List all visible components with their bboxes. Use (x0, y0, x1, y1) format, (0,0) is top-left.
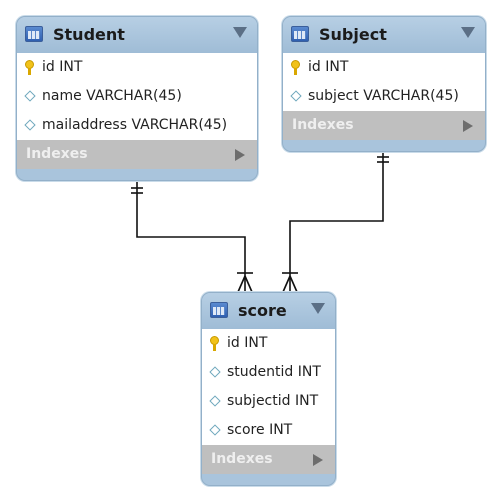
field-label: subject VARCHAR(45) (308, 88, 459, 104)
entity-subject[interactable]: Subject id INT subject VARCHAR(45) Index… (282, 16, 486, 152)
score-crowfoot-left-b (244, 275, 253, 293)
expand-arrow-icon[interactable] (313, 454, 323, 466)
collapse-arrow-icon[interactable] (311, 303, 325, 314)
entity-footer (202, 474, 335, 485)
expand-arrow-icon[interactable] (463, 120, 473, 132)
table-icon (291, 26, 309, 42)
collapse-arrow-icon[interactable] (233, 27, 247, 38)
score-crowfoot-right-a (282, 275, 291, 293)
field-row[interactable]: id INT (283, 53, 485, 82)
field-label: score INT (227, 422, 293, 438)
table-icon (25, 26, 43, 42)
field-list: id INT subject VARCHAR(45) (283, 53, 485, 111)
entity-title: Subject (319, 25, 387, 44)
entity-student[interactable]: Student id INT name VARCHAR(45) mailaddr… (16, 16, 258, 181)
score-crowfoot-right-b (289, 275, 298, 293)
key-icon (210, 336, 219, 351)
field-label: id INT (42, 59, 83, 75)
entity-score[interactable]: score id INT studentid INT subjectid INT… (201, 292, 336, 486)
field-row[interactable]: subject VARCHAR(45) (283, 82, 485, 111)
connector-subject-score (289, 150, 384, 292)
key-icon (291, 60, 300, 75)
field-row[interactable]: mailaddress VARCHAR(45) (17, 111, 257, 140)
field-row[interactable]: studentid INT (202, 358, 335, 387)
diamond-icon (209, 366, 221, 378)
field-label: mailaddress VARCHAR(45) (42, 117, 228, 133)
connector-student-score (136, 181, 246, 292)
indexes-bar[interactable]: Indexes (17, 140, 257, 169)
diamond-icon (209, 395, 221, 407)
diamond-icon (24, 90, 36, 102)
field-row[interactable]: id INT (202, 329, 335, 358)
field-row[interactable]: name VARCHAR(45) (17, 82, 257, 111)
expand-arrow-icon[interactable] (235, 149, 245, 161)
collapse-arrow-icon[interactable] (461, 27, 475, 38)
field-label: studentid INT (227, 364, 321, 380)
indexes-bar[interactable]: Indexes (283, 111, 485, 140)
score-crowfoot-left-a (237, 275, 246, 293)
indexes-label: Indexes (26, 146, 88, 162)
field-label: id INT (308, 59, 349, 75)
indexes-bar[interactable]: Indexes (202, 445, 335, 474)
field-label: subjectid INT (227, 393, 319, 409)
entity-footer (283, 140, 485, 151)
field-row[interactable]: subjectid INT (202, 387, 335, 416)
table-icon (210, 302, 228, 318)
diamond-icon (24, 119, 36, 131)
indexes-label: Indexes (292, 117, 354, 133)
diamond-icon (290, 90, 302, 102)
diamond-icon (209, 424, 221, 436)
field-label: id INT (227, 335, 268, 351)
entity-title: score (238, 301, 287, 320)
key-icon (25, 60, 34, 75)
entity-header[interactable]: Student (17, 17, 257, 53)
entity-title: Student (53, 25, 125, 44)
field-row[interactable]: score INT (202, 416, 335, 445)
indexes-label: Indexes (211, 451, 273, 467)
field-list: id INT name VARCHAR(45) mailaddress VARC… (17, 53, 257, 140)
entity-footer (17, 169, 257, 180)
field-row[interactable]: id INT (17, 53, 257, 82)
field-label: name VARCHAR(45) (42, 88, 182, 104)
field-list: id INT studentid INT subjectid INT score… (202, 329, 335, 445)
entity-header[interactable]: score (202, 293, 335, 329)
entity-header[interactable]: Subject (283, 17, 485, 53)
